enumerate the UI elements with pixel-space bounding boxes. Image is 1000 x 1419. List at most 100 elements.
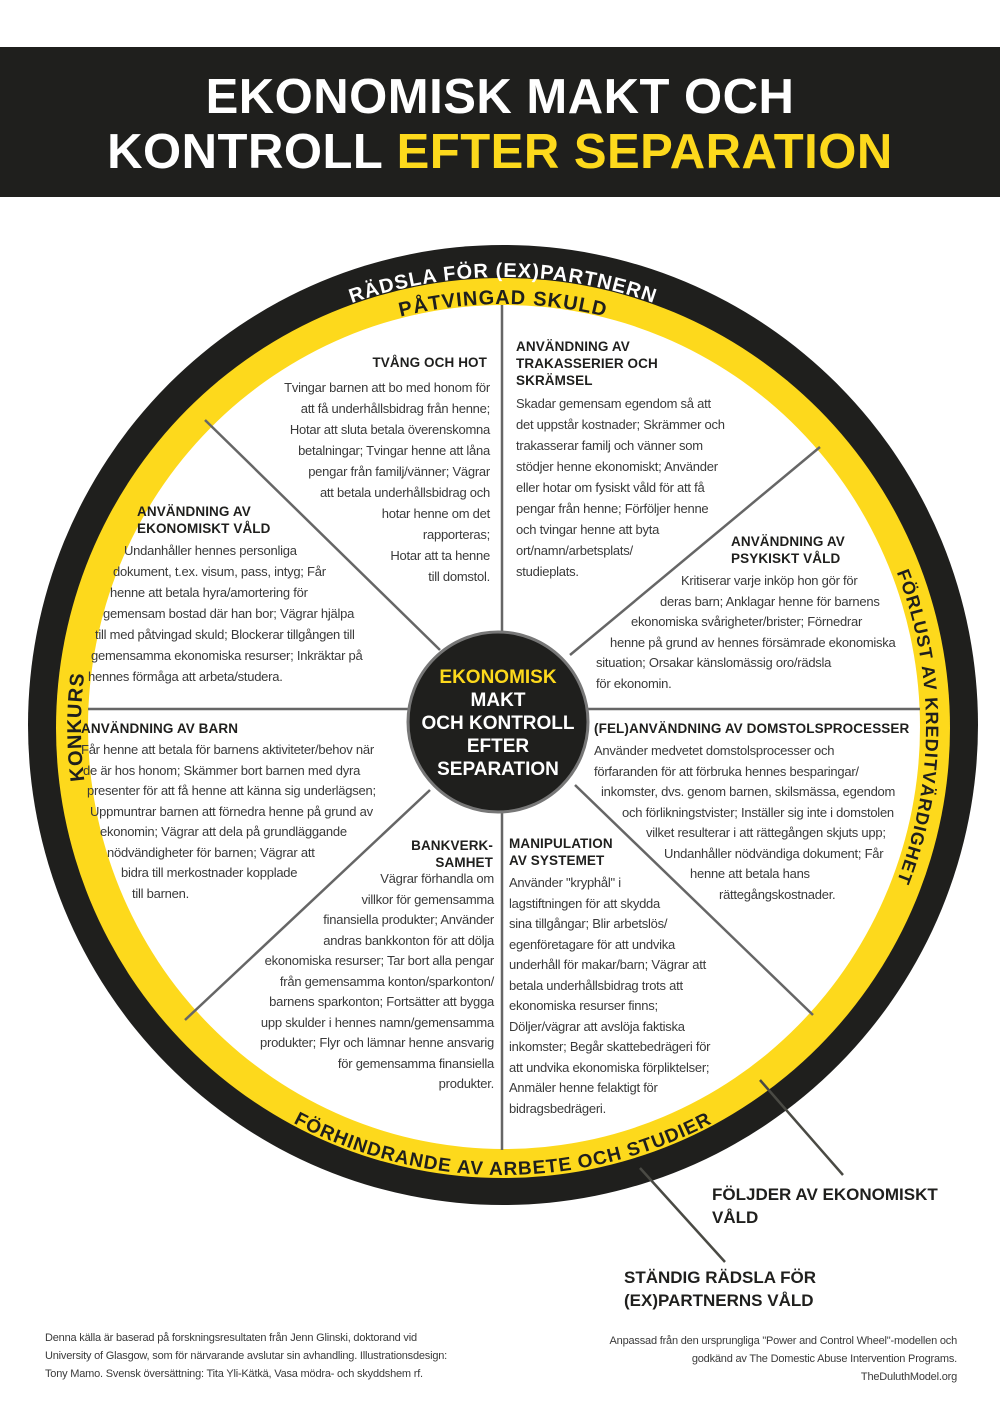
section-body-line: henne att betala hyra/amortering för [110, 585, 308, 600]
section-body-line: att undvika ekonomiska förpliktelser; [509, 1059, 710, 1075]
section-body-line: och tvingar henne att byta [516, 522, 660, 537]
section-body-line: Skadar gemensam egendom så att [516, 396, 711, 411]
section-heading: TRAKASSERIER OCH [516, 356, 658, 371]
section-body-line: till barnen. [132, 885, 189, 901]
callout-line-fear [639, 1167, 726, 1263]
section-body-line: stödjer henne ekonomiskt; Använder [516, 459, 718, 474]
section-body-line: underhåll för makar/barn; Vägrar att [509, 957, 706, 972]
footer-source: Anpassad från den ursprungliga "Power an… [610, 1332, 958, 1386]
section-body-line: villkor för gemensamma [361, 891, 495, 907]
section-body-line: egenföretagare för att undvika [509, 936, 675, 952]
section-body-line: bidra till merkostnader kopplade [121, 865, 298, 880]
section-heading: PSYKISKT VÅLD [731, 551, 841, 566]
section-body-line: finansiella produkter; Använder [323, 912, 494, 927]
title-line-1: EKONOMISK MAKT OCH [205, 70, 795, 124]
callout-consequences-line: VÅLD [712, 1208, 759, 1227]
section-body-line: inkomster; Begår skattebedrägeri för [509, 1039, 711, 1054]
section-body-line: henne att betala hans [690, 866, 810, 881]
section-heading: SKRÄMSEL [516, 373, 593, 388]
section-body-line: Får henne att betala för barnens aktivit… [81, 742, 374, 757]
section-body-line: trakasserar familj och vänner som [516, 438, 703, 453]
section-heading: EKONOMISKT VÅLD [137, 521, 271, 536]
section-body-line: att få underhållsbidrag från henne; [300, 401, 491, 416]
spoke-bottom-left [184, 789, 431, 1021]
hub-line: EFTER [466, 736, 530, 757]
section-heading: ANVÄNDNING AV [516, 339, 630, 354]
section-body-line: sina tillgångar; Blir arbetslös/ [509, 916, 668, 931]
section-body-line: för ekonomin. [596, 675, 672, 691]
section-body-line: rapporteras; [422, 527, 490, 542]
section-body-line: hennes förmåga att arbeta/studera. [88, 669, 283, 684]
title-accent-part: EFTER SEPARATION [396, 125, 893, 179]
hub-circle [406, 630, 590, 814]
section-body-line: produkter; Flyr och lämnar henne ansvari… [260, 1035, 494, 1050]
section-body-line: Kritiserar varje inköp hon gör för [681, 573, 858, 588]
callout-fear-line: STÄNDIG RÄDSLA FÖR [624, 1268, 817, 1287]
spoke-top-left [204, 419, 441, 651]
section-body-line: dokument, t.ex. visum, pass, intyg; Får [113, 564, 326, 579]
section-heading: TVÅNG OCH HOT [372, 355, 487, 370]
section-body-line: pengar från henne; Förföljer henne [516, 501, 709, 516]
section-body-line: betalningar; Tvingar henne att låna [298, 443, 490, 458]
spoke-top-right [569, 446, 821, 656]
section-body-line: Anmäler henne felaktigt för [509, 1080, 658, 1095]
spoke-bottom-right [574, 784, 814, 1016]
section-body-line: pengar från familj/vänner; Vägrar [308, 464, 490, 479]
section-body-line: ekonomin; Vägrar att dela på grundläggan… [100, 824, 347, 839]
section-heading: SAMHET [435, 855, 493, 870]
section-body-line: Undanhåller hennes personliga [124, 543, 297, 558]
section-body-line: barnens sparkonton; Fortsätter att bygga [269, 994, 494, 1009]
section-body-line: från gemensamma konton/sparkonton/ [279, 973, 494, 989]
section-body-line: inkomster, dvs. genom barnen, skilsmässa… [601, 784, 896, 799]
section-heading: MANIPULATION [509, 836, 613, 851]
section-heading: ANVÄNDNING AV [137, 504, 251, 519]
title-white-part: KONTROLL [107, 125, 383, 179]
footer-line: Tony Mamo. Svensk översättning: Tita Yli… [45, 1368, 423, 1380]
section-body-line: och förlikningstvister; Inställer sig in… [622, 804, 894, 820]
hub-line: SEPARATION [437, 759, 559, 780]
section-body-line: hotar henne om det [381, 506, 491, 521]
section-body-line: Använder medvetet domstolsprocesser och [594, 743, 835, 758]
section-body-line: förfaranden för att förbruka hennes besp… [594, 763, 859, 779]
section-body-line: Tvingar barnen att bo med honom för [284, 380, 490, 395]
footer-line: TheDuluthModel.org [860, 1371, 957, 1383]
section-body-line: rättegångskostnader. [719, 886, 836, 902]
section-body-line: Undanhåller nödvändiga dokument; Får [664, 845, 884, 861]
section-body-line: de är hos honom; Skämmer bort barnen med… [83, 762, 361, 778]
section-body-line: henne på grund av hennes försämrade ekon… [610, 634, 896, 650]
section-heading: ANVÄNDNING AV [731, 534, 845, 549]
section-body-line: Hotar att sluta betala överenskomna [289, 422, 490, 437]
section-body-line: Vägrar förhandla om [380, 871, 494, 886]
section-body-line: ekonomiska svårigheter/brister; Förnedra… [631, 614, 863, 629]
section-body-line: andras bankkonton för att dölja [323, 932, 494, 948]
section-body-line: för gemensamma finansiella [337, 1055, 494, 1071]
callout-consequences-line: FÖLJDER AV EKONOMISKT [712, 1185, 938, 1204]
section-body-line: Döljer/vägrar att avslöja faktiska [509, 1018, 685, 1034]
section-body-line: det uppstår kostnader; Skrämmer och [516, 417, 725, 432]
section-heading: (FEL)ANVÄNDNING AV DOMSTOLSPROCESSER [594, 721, 910, 736]
section-body-line: ort/namn/arbetsplats/ [516, 543, 633, 558]
ring-label-left: KONKURS [64, 671, 89, 782]
section-body-line: till domstol. [428, 569, 490, 584]
section-body-line: eller hotar om fysiskt våld för att få [516, 480, 705, 495]
section-body-line: Uppmuntrar barnen att förnedra henne på … [90, 803, 373, 819]
section-body-line: studieplats. [516, 564, 579, 579]
footer-line: godkänd av The Domestic Abuse Interventi… [691, 1353, 957, 1365]
callout-fear: STÄNDIG RÄDSLA FÖR (EX)PARTNERNS VÅLD [624, 1266, 816, 1312]
section-body-line: Hotar att ta henne [390, 548, 490, 563]
section-body-line: deras barn; Anklagar henne för barnens [660, 593, 880, 609]
section-body-line: ekonomiska resurser; Tar bort alla penga… [264, 953, 495, 968]
section-body-line: betala underhållsbidrag trots att [509, 977, 683, 993]
section-body-line: produkter. [438, 1076, 495, 1091]
hub-line: EKONOMISK [439, 667, 557, 688]
section-body-line: gemensamma ekonomiska resurser; Inkräkta… [91, 648, 363, 663]
section-body-line: situation; Orsakar känslomässig oro/räds… [596, 655, 832, 670]
section-body-line: ekonomiska resurser finns; [509, 998, 658, 1013]
section-body-line: Använder "kryphål" i [509, 875, 621, 890]
section-body-line: att betala underhållsbidrag och [319, 485, 490, 500]
section-body-line: presenter för att få henne att känna sig… [87, 783, 376, 798]
hub-line: MAKT [470, 690, 526, 711]
spokes [88, 305, 920, 1150]
section-heading: AV SYSTEMET [509, 853, 605, 868]
